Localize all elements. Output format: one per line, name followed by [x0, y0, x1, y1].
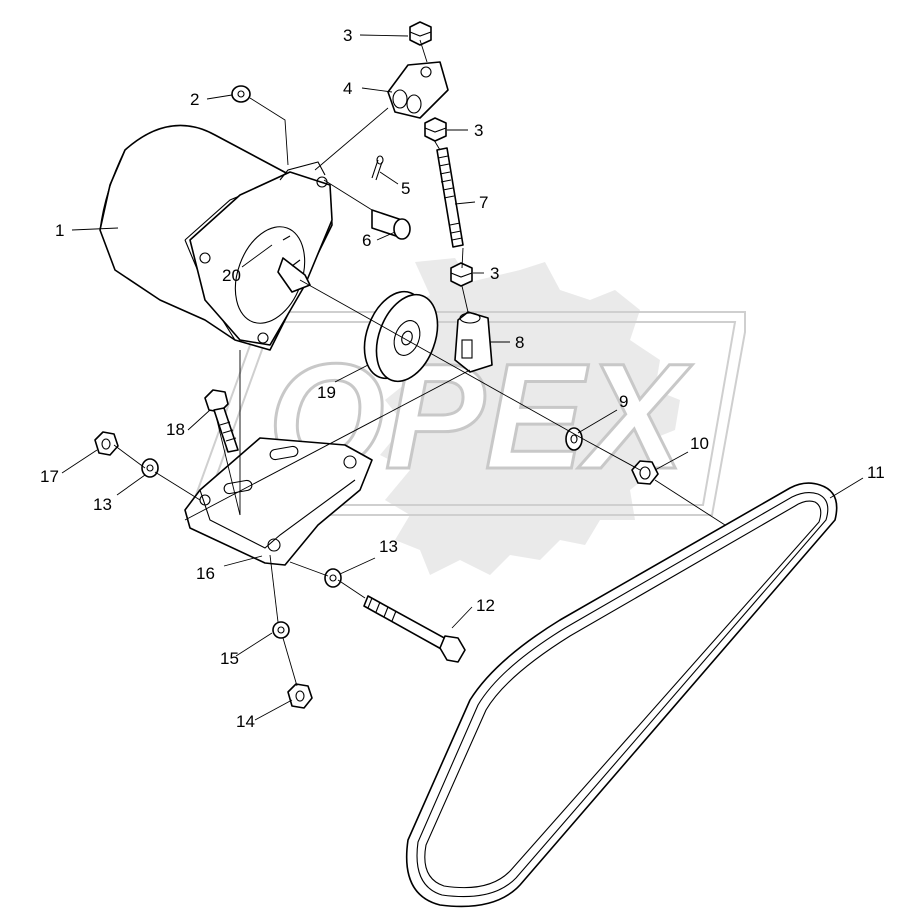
callouts: 1 2 3 3 3 4 5 6 7 8 9 10 11 12 13 13 14 … — [40, 26, 885, 731]
lock-washer-9 — [565, 427, 583, 451]
callout-2: 2 — [190, 90, 199, 109]
washer-2 — [231, 85, 251, 103]
nut-3-top — [409, 21, 432, 46]
cotter-pin-5 — [371, 155, 384, 181]
callout-9: 9 — [619, 392, 628, 411]
watermark-gear — [380, 258, 680, 575]
callout-3-lower: 3 — [490, 264, 499, 283]
callout-14: 14 — [236, 712, 255, 731]
nut-17 — [94, 431, 119, 456]
callout-17: 17 — [40, 467, 59, 486]
callout-16: 16 — [196, 564, 215, 583]
v-belt-11 — [405, 482, 838, 908]
callout-19: 19 — [317, 383, 336, 402]
lock-washer-15 — [272, 621, 290, 639]
callout-7: 7 — [479, 193, 488, 212]
assembly-lines — [113, 39, 726, 687]
nut-3-lower — [450, 262, 473, 287]
callout-13-right: 13 — [379, 537, 398, 556]
callout-5: 5 — [401, 179, 410, 198]
bolt-12 — [363, 595, 466, 663]
bracket-4 — [387, 61, 449, 119]
washer-13-right — [324, 568, 342, 588]
callout-20: 20 — [222, 266, 241, 285]
callout-13-left: 13 — [93, 495, 112, 514]
block-8 — [454, 311, 493, 373]
callout-12: 12 — [476, 596, 495, 615]
callout-3-top: 3 — [343, 26, 352, 45]
nut-3-middle — [424, 117, 447, 142]
bracket-16 — [184, 437, 373, 566]
washer-13-left — [141, 458, 159, 478]
alternator — [99, 124, 333, 351]
callout-11: 11 — [867, 463, 885, 482]
callout-10: 10 — [690, 434, 709, 453]
callout-15: 15 — [220, 649, 239, 668]
callout-18: 18 — [166, 420, 185, 439]
callout-leaders — [61, 34, 864, 721]
callout-1: 1 — [55, 221, 64, 240]
nut-14 — [287, 683, 313, 709]
nut-10 — [631, 460, 659, 485]
bolt-18 — [204, 389, 239, 453]
stud-7 — [436, 147, 464, 248]
callout-4: 4 — [343, 79, 352, 98]
callout-8: 8 — [515, 333, 524, 352]
callout-3-middle: 3 — [474, 121, 483, 140]
pin-6 — [371, 209, 411, 240]
callout-6: 6 — [362, 231, 371, 250]
pulley-19 — [363, 290, 439, 383]
